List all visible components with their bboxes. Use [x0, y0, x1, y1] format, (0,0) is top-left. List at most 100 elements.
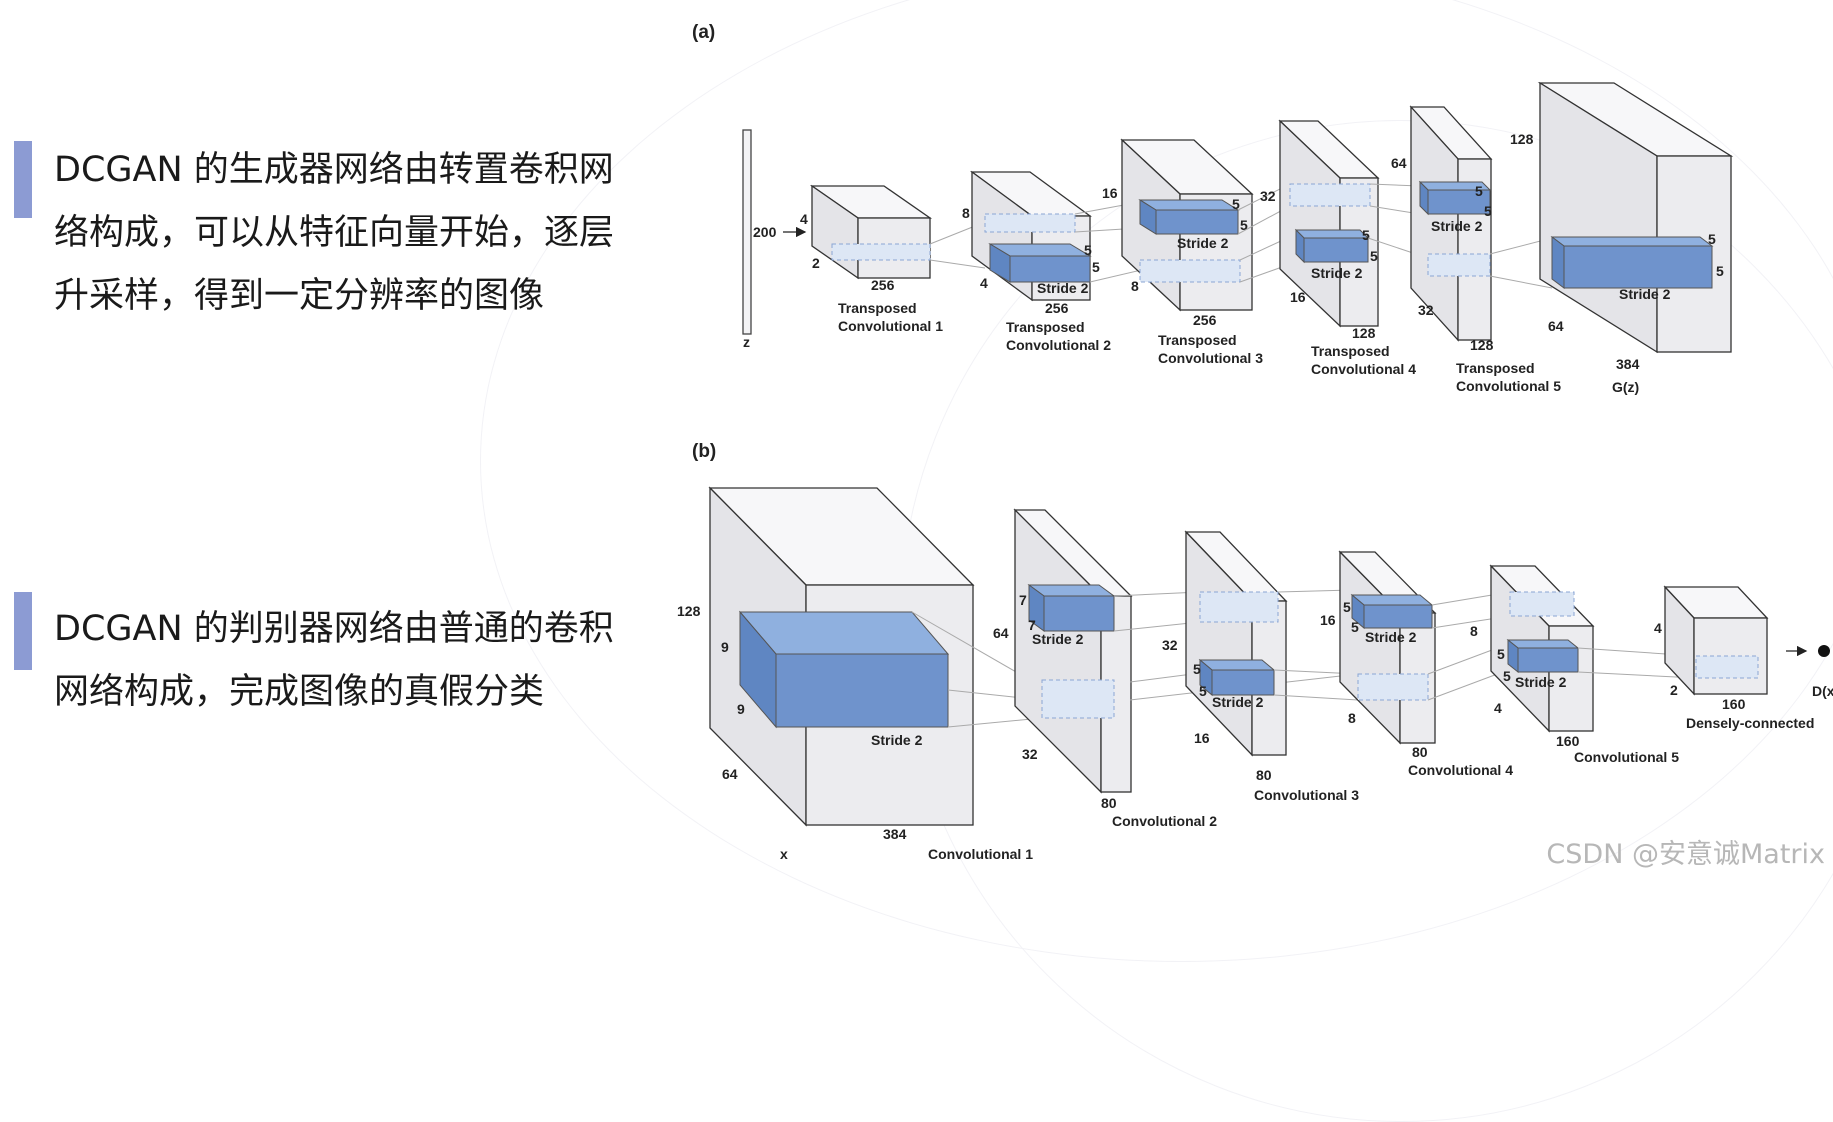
kernel-label: 5 — [1497, 646, 1505, 662]
kernel-label: 5 — [1343, 599, 1351, 615]
dim-label: 16 — [1320, 612, 1336, 628]
text-line: DCGAN 的判别器网络由普通的卷积 — [54, 609, 614, 649]
output-label: G(z) — [1612, 379, 1639, 395]
dim-label: 128 — [1510, 131, 1534, 147]
disc-layer-2: 64 32 80 7 7 Stride 2 Convolutional 2 — [993, 508, 1217, 829]
kernel-label: 9 — [721, 639, 729, 655]
gen-layer-1: 4 2 256 Transposed Convolutional 1 — [800, 184, 943, 334]
dim-label: 80 — [1412, 744, 1428, 760]
dim-label: 256 — [871, 277, 895, 293]
kernel-label: 5 — [1708, 231, 1716, 247]
stride-label: Stride 2 — [1032, 631, 1084, 647]
dim-label: 64 — [1391, 155, 1407, 171]
disc-layer-dense: 4 2 160 Densely-connected — [1654, 585, 1814, 731]
dim-label: 4 — [1494, 700, 1502, 716]
gen-layer-5: 64 32 128 Stride 2 5 5 Transposed Convol… — [1391, 105, 1561, 394]
layer-caption: Convolutional 2 — [1006, 337, 1111, 353]
kernel-label: 5 — [1716, 263, 1724, 279]
text-line: 络构成，可以从特征向量开始，逐层 — [54, 213, 615, 253]
kernel-label: 5 — [1484, 203, 1492, 219]
dim-label: 32 — [1022, 746, 1038, 762]
kernel-label: 5 — [1370, 248, 1378, 264]
kernel-label: 5 — [1362, 227, 1370, 243]
dim-label: 160 — [1556, 733, 1580, 749]
kernel-label: 5 — [1351, 619, 1359, 635]
gen-output: 128 64 384 Stride 2 5 5 G(z) — [1510, 81, 1734, 395]
disc-layer-1: 128 64 384 9 9 Stride 2 x Convolutional … — [677, 486, 1033, 862]
kernel-label: 5 — [1193, 661, 1201, 677]
panel-b-label: (b) — [692, 441, 716, 462]
layer-caption: Convolutional 4 — [1408, 762, 1513, 778]
dim-label: 64 — [722, 766, 738, 782]
kernel-label: 5 — [1503, 668, 1511, 684]
kernel-label: 5 — [1084, 242, 1092, 258]
kernel-label: 5 — [1240, 217, 1248, 233]
disc-layer-3: 32 16 80 5 5 Stride 2 Convolutional 3 — [1162, 530, 1359, 803]
kernel-label: 7 — [1019, 592, 1027, 608]
dim-label: 8 — [1348, 710, 1356, 726]
dim-label: 2 — [812, 255, 820, 271]
kernel-label: 5 — [1092, 259, 1100, 275]
dim-label: 80 — [1256, 767, 1272, 783]
dim-label: 80 — [1101, 795, 1117, 811]
dim-label: 4 — [980, 275, 988, 291]
kernel-label: 5 — [1475, 183, 1483, 199]
dcgan-architecture-diagram: (a) z 200 4 2 256 Transposed Convolution… — [677, 22, 1833, 862]
dim-label: 160 — [1722, 696, 1746, 712]
generator-description: DCGAN 的生成器网络由转置卷积网 络构成，可以从特征向量开始，逐层 升采样，… — [54, 139, 614, 328]
layer-caption: Transposed — [1158, 332, 1237, 348]
kernel-label: 5 — [1199, 683, 1207, 699]
dim-label: 8 — [1470, 623, 1478, 639]
bullet-accent-bar — [14, 141, 32, 218]
discriminator-description: DCGAN 的判别器网络由普通的卷积 网络构成，完成图像的真假分类 — [54, 598, 614, 724]
layer-caption: Convolutional 3 — [1158, 350, 1263, 366]
dim-label: 128 — [677, 603, 701, 619]
layer-caption: Convolutional 1 — [928, 846, 1033, 862]
layer-caption: Convolutional 3 — [1254, 787, 1359, 803]
dim-label: 32 — [1162, 637, 1178, 653]
dim-label: 2 — [1670, 682, 1678, 698]
z-label: z — [743, 334, 750, 350]
layer-caption: Transposed — [1456, 360, 1535, 376]
dim-label: 64 — [993, 625, 1009, 641]
dim-label: 384 — [883, 826, 907, 842]
stride-label: Stride 2 — [1365, 629, 1417, 645]
layer-caption: Transposed — [838, 300, 917, 316]
watermark: CSDN @安意诚Matrix — [1546, 839, 1825, 870]
bullet-accent-bar — [14, 592, 32, 670]
layer-caption: Convolutional 2 — [1112, 813, 1217, 829]
dim-label: 16 — [1102, 185, 1118, 201]
kernel-label: 7 — [1028, 617, 1036, 633]
output-node — [1818, 645, 1830, 657]
input-x-label: x — [780, 846, 788, 862]
disc-layer-4: 16 8 80 5 5 Stride 2 Convolutional 4 — [1320, 550, 1513, 778]
stride-label: Stride 2 — [1037, 280, 1089, 296]
dim-label: 128 — [1352, 325, 1376, 341]
stride-label: Stride 2 — [1177, 235, 1229, 251]
dim-label: 16 — [1290, 289, 1306, 305]
disc-layer-5: 8 4 160 5 5 Stride 2 Convolutional 5 — [1470, 564, 1679, 765]
layer-caption: Convolutional 1 — [838, 318, 943, 334]
dim-label: 32 — [1260, 188, 1276, 204]
kernel-label: 5 — [1232, 196, 1240, 212]
gen-layer-2: 8 4 256 Stride 2 5 5 Transposed Convolut… — [962, 170, 1111, 353]
dim-label: 384 — [1616, 356, 1640, 372]
stride-label: Stride 2 — [1311, 265, 1363, 281]
dim-label: 4 — [1654, 620, 1662, 636]
stride-label: Stride 2 — [1515, 674, 1567, 690]
dim-label: 4 — [800, 211, 808, 227]
stride-label: Stride 2 — [871, 732, 923, 748]
stride-label: Stride 2 — [1619, 286, 1671, 302]
stride-label: Stride 2 — [1212, 694, 1264, 710]
dim-label: 256 — [1045, 300, 1069, 316]
dim-label: 16 — [1194, 730, 1210, 746]
dim-label: 8 — [962, 205, 970, 221]
text-line: 网络构成，完成图像的真假分类 — [54, 672, 545, 712]
layer-caption: Transposed — [1311, 343, 1390, 359]
input-dim-label: 200 — [753, 224, 777, 240]
stride-label: Stride 2 — [1431, 218, 1483, 234]
gen-layer-3: 16 8 256 Stride 2 5 5 Transposed Convolu… — [1102, 138, 1263, 366]
layer-caption: Densely-connected — [1686, 715, 1814, 731]
dim-label: 256 — [1193, 312, 1217, 328]
layer-caption: Convolutional 5 — [1574, 749, 1679, 765]
